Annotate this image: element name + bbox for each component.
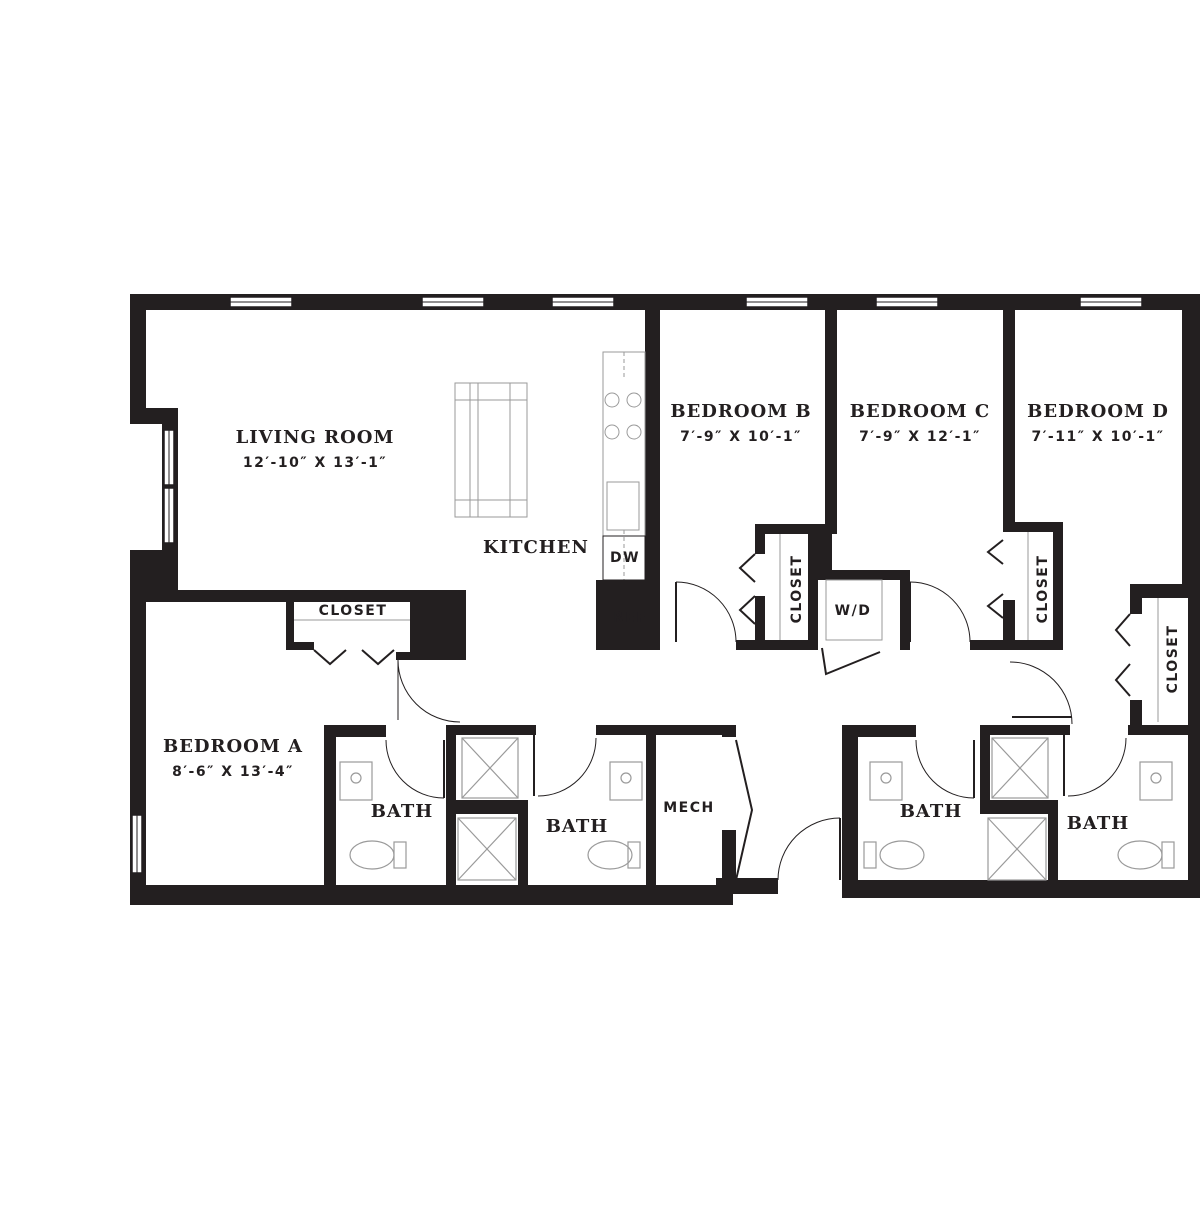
interior-walls: [146, 310, 1200, 890]
bath-1-label: BATH: [370, 801, 434, 822]
bedroom-c-dims: 7′-9″ X 12′-1″: [859, 429, 981, 445]
living-room-label: LIVING ROOM: [235, 427, 395, 448]
kitchen-island: [454, 382, 528, 518]
bedroom-c-label: BEDROOM C: [849, 401, 991, 422]
mech-label: MECH: [663, 800, 715, 816]
dishwasher-label: DW: [609, 550, 641, 566]
closet-c-label: CLOSET: [1035, 554, 1051, 624]
washer-dryer-label: W/D: [834, 603, 872, 619]
bedroom-b-label: BEDROOM B: [670, 401, 812, 422]
bedroom-d-label: BEDROOM D: [1027, 401, 1169, 422]
closet-d-label: CLOSET: [1165, 624, 1181, 694]
bath-3-label: BATH: [899, 801, 963, 822]
bedroom-d-dims: 7′-11″ X 10′-1″: [1031, 429, 1165, 445]
refrigerator-label: REF: [612, 610, 648, 626]
closet-doors: [313, 539, 1131, 697]
bedroom-a-label: BEDROOM A: [162, 736, 304, 757]
bedroom-b-dims: 7′-9″ X 10′-1″: [680, 429, 802, 445]
bath-2-label: BATH: [545, 816, 609, 837]
kitchen-counter: [600, 351, 657, 647]
doors: [385, 581, 1127, 881]
closet-living-label: CLOSET: [318, 603, 388, 619]
closet-b-label: CLOSET: [789, 554, 805, 624]
bedroom-a-dims: 8′-6″ X 13′-4″: [172, 764, 294, 780]
bath-fixtures: [339, 737, 1175, 881]
kitchen-label: KITCHEN: [483, 537, 589, 558]
living-room-dims: 12′-10″ X 13′-1″: [242, 455, 388, 471]
bath-4-label: BATH: [1066, 813, 1130, 834]
